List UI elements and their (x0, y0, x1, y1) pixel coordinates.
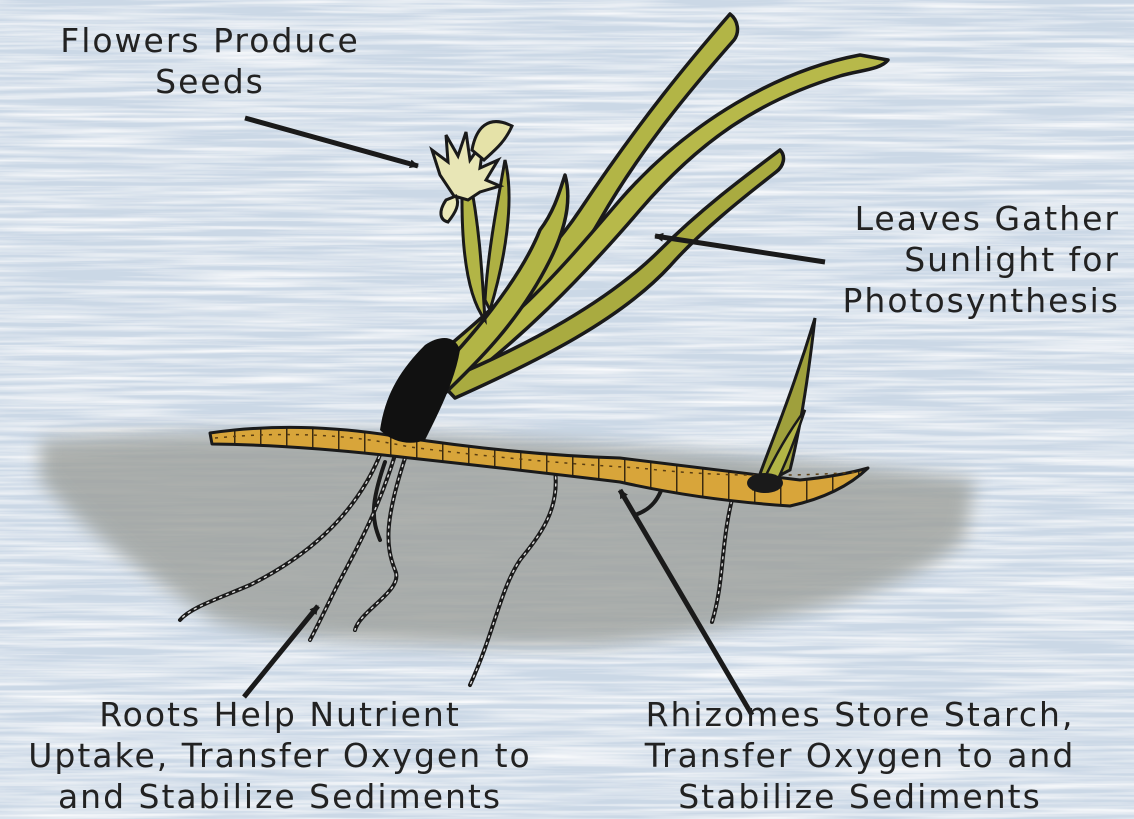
rhizomes-label-line-1: Rhizomes Store Starch, (586, 694, 1134, 735)
roots-label-line-3: and Stabilize Sediments (0, 776, 560, 817)
rhizomes-label-line-3: Stabilize Sediments (586, 776, 1134, 817)
roots-label-line-1: Roots Help Nutrient (0, 694, 560, 735)
leaves-label: Leaves Gather Sunlight for Photosynthesi… (790, 198, 1120, 321)
flowers-label-line-1: Flowers Produce (20, 20, 400, 61)
rhizomes-label: Rhizomes Store Starch, Transfer Oxygen t… (586, 694, 1134, 817)
flowers-label-line-2: Seeds (20, 61, 400, 102)
leaves-label-line-1: Leaves Gather (790, 198, 1120, 239)
rhizomes-label-line-2: Transfer Oxygen to and (586, 735, 1134, 776)
roots-label: Roots Help Nutrient Uptake, Transfer Oxy… (0, 694, 560, 817)
roots-label-line-2: Uptake, Transfer Oxygen to (0, 735, 560, 776)
flowers-label: Flowers Produce Seeds (20, 20, 400, 102)
leaves-label-line-2: Sunlight for (790, 239, 1120, 280)
leaves-label-line-3: Photosynthesis (790, 280, 1120, 321)
